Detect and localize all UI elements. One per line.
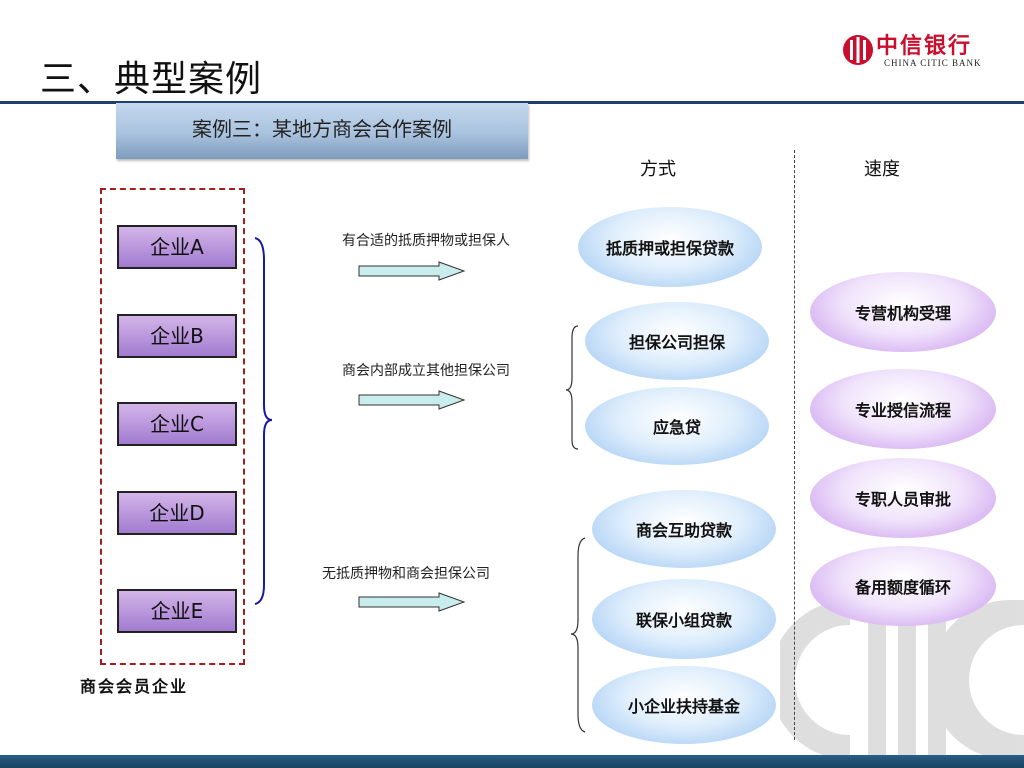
speed-professional-credit-process: 专业授信流程	[810, 369, 996, 449]
case-subtitle: 案例三：某地方商会合作案例	[116, 103, 528, 159]
footer-bar	[0, 755, 1024, 768]
page-title: 三、典型案例	[40, 59, 263, 100]
arrow-1	[358, 261, 466, 281]
condition-3-text: 无抵质押物和商会担保公司	[322, 566, 490, 582]
citic-logo-icon	[843, 35, 873, 65]
speed-dedicated-agency: 专营机构受理	[810, 272, 996, 352]
column-header-speed: 速度	[864, 159, 900, 180]
enterprise-c: 企业C	[117, 402, 237, 446]
speed-revolving-credit: 备用额度循环	[810, 546, 996, 626]
method-collateral-loan: 抵质押或担保贷款	[578, 207, 762, 287]
condition-2-text: 商会内部成立其他担保公司	[342, 363, 510, 379]
condition-1-text: 有合适的抵质押物或担保人	[342, 233, 510, 249]
method-sme-support-fund: 小企业扶持基金	[592, 666, 776, 744]
brace-group-2	[565, 325, 579, 450]
citic-watermark	[780, 595, 1024, 760]
brace-group-3	[570, 537, 586, 733]
column-divider	[794, 150, 795, 740]
logo-text-cn: 中信银行	[876, 33, 973, 59]
arrow-3	[358, 592, 466, 612]
members-group-box	[100, 188, 245, 665]
method-guarantee-company: 担保公司担保	[585, 302, 769, 380]
header-rule	[0, 101, 1024, 104]
method-emergency-loan: 应急贷	[585, 387, 769, 465]
arrow-2	[358, 390, 466, 410]
logo-text-en: CHINA CITIC BANK	[884, 58, 982, 68]
members-label: 商会会员企业	[80, 677, 189, 696]
speed-dedicated-approval: 专职人员审批	[810, 458, 996, 538]
column-header-method: 方式	[640, 159, 676, 180]
method-joint-guarantee-loan: 联保小组贷款	[592, 579, 776, 659]
enterprise-d: 企业D	[117, 491, 237, 535]
members-brace	[254, 237, 273, 605]
enterprise-a: 企业A	[117, 225, 237, 269]
enterprise-b: 企业B	[117, 314, 237, 358]
enterprise-e: 企业E	[117, 589, 237, 633]
method-mutual-aid-loan: 商会互助贷款	[592, 490, 776, 568]
